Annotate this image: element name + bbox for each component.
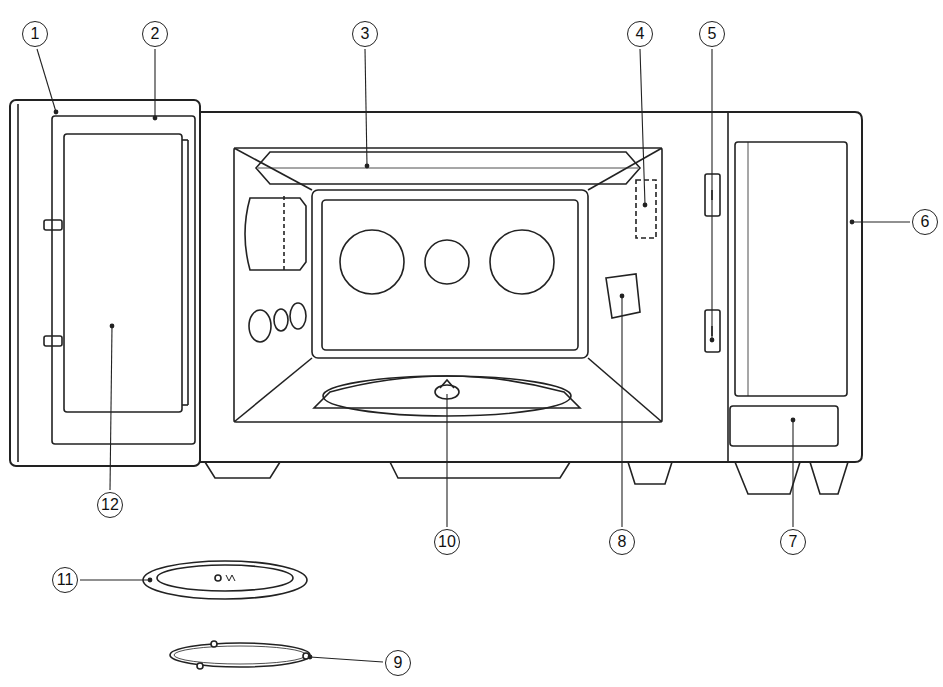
callout-number: 2 xyxy=(151,26,160,42)
callout-circle: 9 xyxy=(385,650,411,676)
callout-number: 12 xyxy=(101,497,119,513)
callout-circle: 12 xyxy=(97,492,123,518)
callout-circle: 8 xyxy=(609,529,635,555)
callout-number: 10 xyxy=(438,534,456,550)
callout-number: 6 xyxy=(921,214,930,230)
callout-circle: 2 xyxy=(142,21,168,47)
callout-circle: 1 xyxy=(22,21,48,47)
callout-number: 1 xyxy=(31,26,40,42)
callout-circle: 10 xyxy=(434,529,460,555)
callout-circle: 5 xyxy=(699,21,725,47)
callout-number: 7 xyxy=(789,534,798,550)
callout-number: 3 xyxy=(361,26,370,42)
callout-number: 8 xyxy=(618,534,627,550)
callout-number: 11 xyxy=(57,572,74,588)
callout-number: 4 xyxy=(636,26,645,42)
callout-circle: 7 xyxy=(780,529,806,555)
callout-circle: 6 xyxy=(912,209,938,235)
callout-circle: 3 xyxy=(352,21,378,47)
callout-number: 5 xyxy=(708,26,717,42)
callout-circle: 4 xyxy=(627,21,653,47)
callout-number: 9 xyxy=(394,655,403,671)
callout-circle: 11 xyxy=(52,567,78,593)
